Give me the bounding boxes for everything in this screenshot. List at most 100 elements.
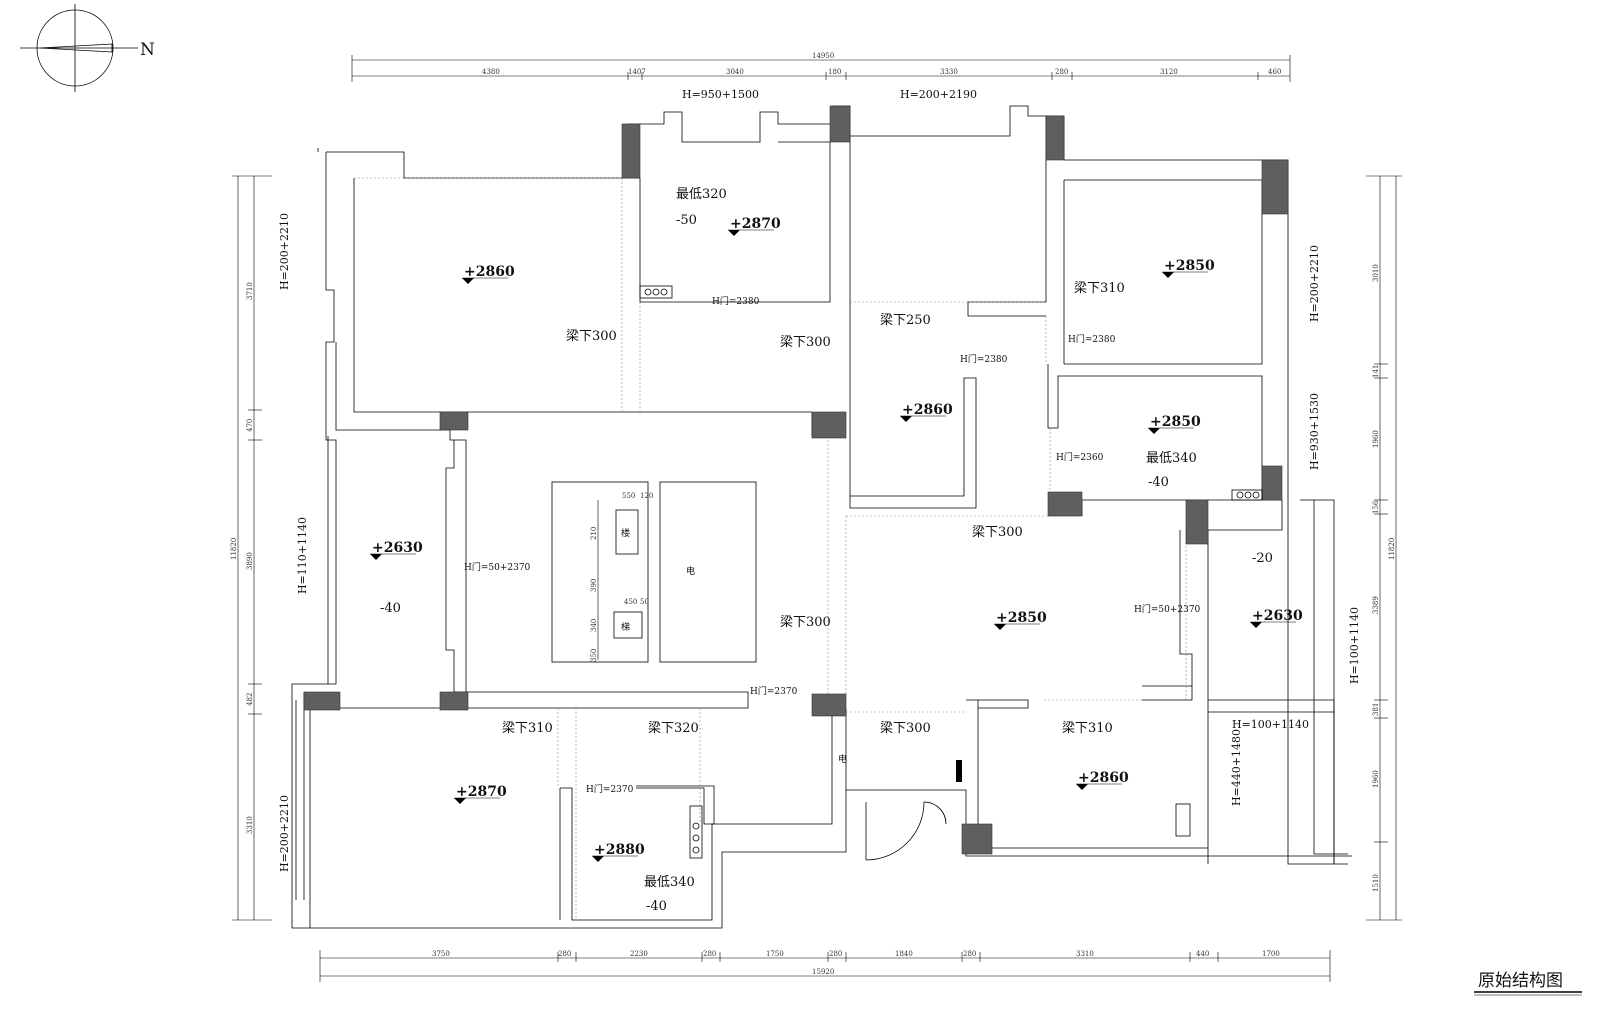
dim-left-4: 3310: [246, 816, 254, 834]
dim-left-3: 482: [246, 693, 254, 706]
beam-320: 梁下320: [648, 721, 699, 736]
svg-text:+2860: +2860: [464, 264, 515, 280]
right-dimensions: 3010 141 1960 156 3389 381 1960 1510 118…: [1366, 175, 1402, 921]
door-h-1: H门=2380: [712, 295, 760, 307]
elev-2870-b: +2870: [454, 784, 507, 804]
elev-2860-b: +2860: [900, 402, 953, 422]
shaft-label-b: 梯: [621, 621, 630, 633]
dim-bottom-total: 15920: [812, 968, 834, 976]
dim-top-3: 180: [828, 68, 841, 76]
dim-top-7: 460: [1268, 68, 1281, 76]
stair-dim-6: 340: [590, 619, 598, 632]
dim-right-0: 3010: [1372, 264, 1380, 282]
window-h-left-mid: H=110+1140: [296, 517, 309, 594]
door-h-3: H门=2380: [1068, 333, 1116, 345]
svg-text:+2860: +2860: [902, 402, 953, 418]
svg-text:+2850: +2850: [996, 610, 1047, 626]
drawing-title: 原始结构图: [1478, 971, 1563, 991]
svg-text:+2870: +2870: [456, 784, 507, 800]
dim-top-total: 14950: [812, 52, 834, 60]
drawing-title-block: 原始结构图: [1474, 971, 1582, 996]
compass: N: [20, 4, 155, 92]
stair-dim-3: 390: [590, 579, 598, 592]
svg-text:+2860: +2860: [1078, 770, 1129, 786]
elev-2860-c: +2860: [1076, 770, 1129, 790]
elev-2850-c: +2850: [994, 610, 1047, 630]
label-m40-a: -40: [1148, 475, 1169, 490]
beam-300-e: 梁下300: [880, 721, 931, 736]
dim-top-4: 3330: [940, 68, 958, 76]
elev-2630-a: +2630: [370, 540, 423, 560]
dim-top-0: 4380: [482, 68, 500, 76]
dim-bottom-4: 1750: [766, 950, 784, 958]
bottom-dimensions: 3750 280 2230 280 1750 280 1840 280 3310…: [319, 950, 1331, 982]
window-h-top-left: H=950+1500: [682, 88, 759, 101]
shaft-label-a: 楼: [621, 527, 630, 539]
window-h-balcony-a: H=100+1140: [1232, 718, 1309, 731]
dim-left-1: 470: [246, 419, 254, 432]
beam-lines: [354, 177, 1187, 920]
elev-2860-a: +2860: [462, 264, 515, 284]
appliances: [639, 285, 1263, 859]
dim-left-2: 3890: [246, 552, 254, 570]
dim-left-total: 11820: [230, 538, 238, 560]
dim-top-5: 280: [1055, 68, 1068, 76]
stair-dim-7: 350: [590, 649, 598, 662]
top-dimensions: 14950 4380 1407 3040 180 3330 280 3120 4…: [351, 52, 1291, 82]
stair-dim-0: 550: [622, 492, 635, 500]
dim-right-4: 3389: [1372, 596, 1380, 614]
dim-bottom-8: 3310: [1076, 950, 1094, 958]
label-m40-b: -40: [380, 601, 401, 616]
door-h-6: H门=2370: [750, 685, 798, 697]
svg-text:+2870: +2870: [730, 216, 781, 232]
dim-bottom-10: 1700: [1262, 950, 1280, 958]
beam-310-b: 梁下310: [502, 721, 553, 736]
dim-right-3: 156: [1372, 500, 1380, 514]
dim-right-total: 11820: [1388, 538, 1396, 560]
elev-2870-a: +2870: [728, 216, 781, 236]
stair-dim-4: 450: [624, 598, 637, 606]
label-min340-a: 最低340: [1146, 451, 1197, 466]
elev-2850-b: +2850: [1148, 414, 1201, 434]
label-m20: -20: [1252, 551, 1273, 566]
dim-bottom-7: 280: [963, 950, 976, 958]
dim-bottom-1: 280: [558, 950, 571, 958]
stair-dim-1: 120: [640, 492, 653, 500]
door-height-labels: H门=2380 H门=2380 H门=2380 H门=2360 H门=50+23…: [464, 295, 1201, 795]
dim-bottom-3: 280: [703, 950, 716, 958]
elev-2880: +2880: [592, 842, 645, 862]
svg-text:+2630: +2630: [372, 540, 423, 556]
dim-bottom-0: 3750: [432, 950, 450, 958]
label-min340-b: 最低340: [644, 875, 695, 890]
dim-left-0: 3710: [246, 282, 254, 300]
window-h-left-bottom: H=200+2210: [278, 795, 291, 872]
stair-dim-5: 50: [640, 598, 649, 606]
dim-bottom-9: 440: [1196, 950, 1209, 958]
dim-top-2: 3040: [726, 68, 744, 76]
dim-bottom-6: 1840: [895, 950, 913, 958]
window-h-right-mid: H=930+1530: [1308, 393, 1321, 470]
beam-300-d: 梁下300: [780, 615, 831, 630]
label-m40-c: -40: [646, 899, 667, 914]
window-height-labels: H=950+1500 H=200+2190 H=200+2210 H=110+1…: [278, 88, 1361, 872]
svg-text:+2850: +2850: [1164, 258, 1215, 274]
elev-2850-a: +2850: [1162, 258, 1215, 278]
window-h-balcony-b: H=440+1480: [1230, 729, 1243, 806]
beam-310-c: 梁下310: [1062, 721, 1113, 736]
columns: [303, 105, 1289, 855]
door-h-7: H门=50+2370: [1134, 603, 1201, 615]
svg-text:+2630: +2630: [1252, 608, 1303, 624]
room-annotations: 最低320 -50 最低340 -40 -40 -20 最低340 -40: [380, 187, 1273, 914]
shaft-label-c: 电: [686, 565, 695, 577]
door-h-2: H门=2380: [960, 353, 1008, 365]
dim-top-1: 1407: [628, 68, 646, 76]
beam-300-a: 梁下300: [566, 329, 617, 344]
dim-right-6: 1960: [1372, 770, 1380, 788]
elevation-markers: +2860 +2870 +2850 +2860 +2850 +2630 +285…: [370, 216, 1303, 862]
svg-text:+2880: +2880: [594, 842, 645, 858]
shaft-label-d: 电: [838, 753, 847, 765]
entrance-door: [865, 760, 962, 861]
compass-north-label: N: [140, 40, 155, 60]
stair-shaft: 550 120 210 390 450 50 340 350 楼 梯 电 电: [551, 481, 847, 765]
